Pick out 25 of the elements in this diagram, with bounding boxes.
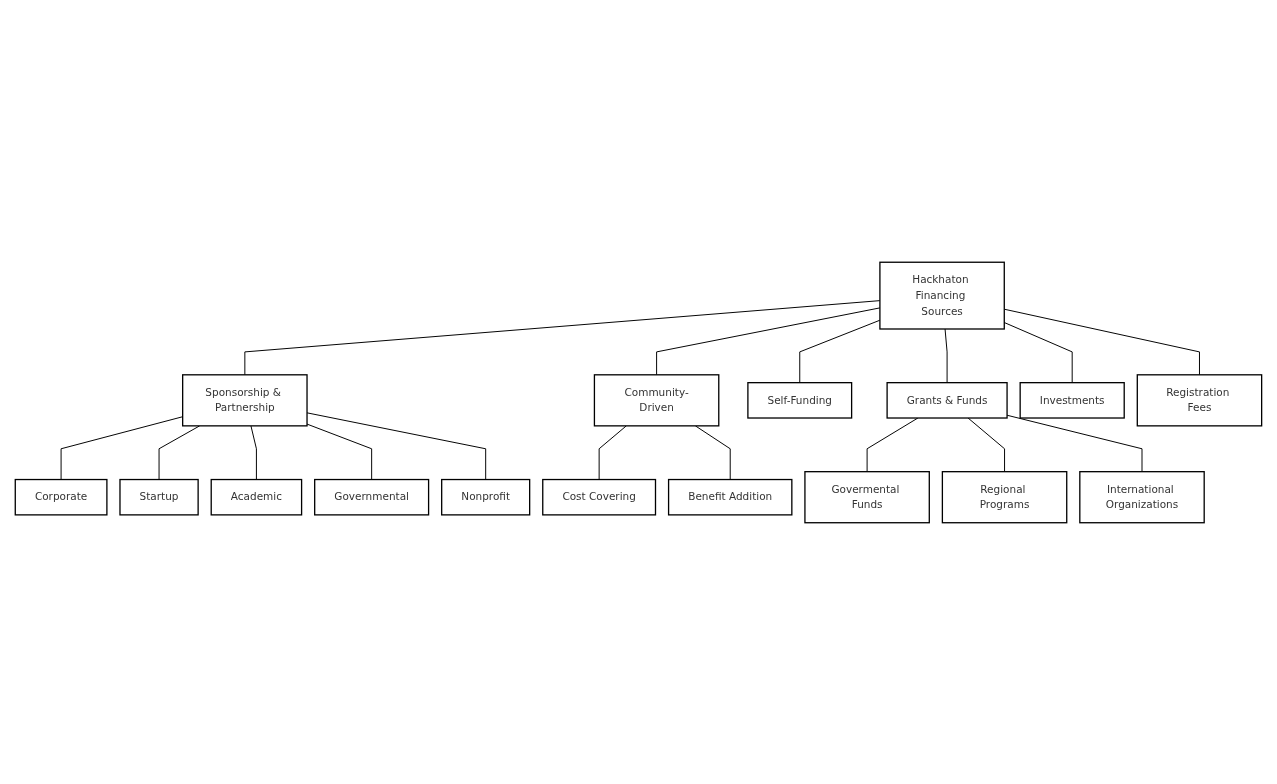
node-box: Regional Programs [941, 470, 1068, 523]
node-box: Cost Covering [542, 478, 657, 516]
connector [866, 417, 919, 472]
node-box: Hackhaton Financing Sources [879, 261, 1005, 330]
connector [1006, 414, 1143, 472]
connector [250, 424, 257, 480]
node-box: Community-Driven [593, 373, 720, 427]
connector [306, 423, 373, 480]
connector [306, 411, 487, 480]
node-box: Investments [1019, 381, 1125, 419]
node-box: Startup [119, 478, 199, 516]
connector [967, 417, 1006, 472]
connector [598, 424, 627, 480]
node-box: Governmental [314, 478, 430, 516]
node-box: Benefit Addition [667, 478, 793, 516]
connector [944, 328, 948, 383]
node-box: Sponsorship & Partnership [182, 373, 308, 427]
node-box: Govermental Funds [804, 470, 930, 523]
node-box: Nonprofit [441, 478, 531, 516]
node-box: International Organizations [1079, 470, 1205, 523]
node-box: Grants & Funds [886, 381, 1008, 419]
node-box: Academic [210, 478, 303, 516]
node-box: Self-Funding [747, 381, 853, 419]
node-box: Registration Fees [1136, 373, 1263, 427]
node-box: Corporate [14, 478, 108, 516]
